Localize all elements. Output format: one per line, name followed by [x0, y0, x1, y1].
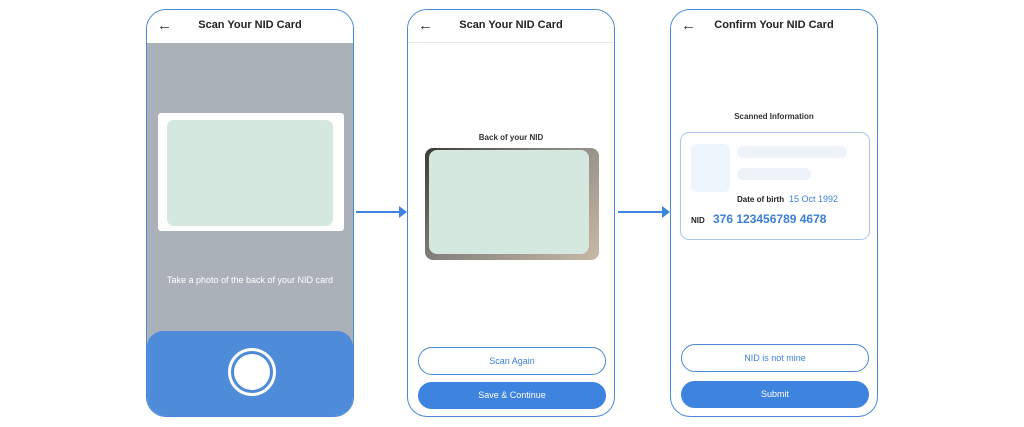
section-label: Scanned Information	[734, 112, 814, 121]
header: ← Scan Your NID Card	[147, 10, 353, 42]
arrow-left-icon[interactable]: ←	[681, 17, 696, 34]
nid-label: NID	[691, 216, 705, 225]
scan-preview-screen: ← Scan Your NID Card Back of your NID Sc…	[407, 9, 615, 417]
card-placeholder	[167, 120, 333, 226]
dob-value: 15 Oct 1992	[789, 194, 839, 204]
arrow-left-icon[interactable]: ←	[418, 17, 433, 34]
scanned-photo	[425, 148, 599, 260]
card-placeholder	[429, 150, 589, 254]
page-title: Confirm Your NID Card	[714, 19, 834, 31]
camera-controls	[147, 331, 353, 416]
page-title: Scan Your NID Card	[198, 19, 302, 31]
avatar	[691, 144, 730, 192]
name-placeholder	[737, 146, 847, 158]
shutter-button[interactable]	[228, 348, 276, 396]
scan-hint: Take a photo of the back of your NID car…	[166, 275, 334, 285]
dob-label: Date of birth	[737, 195, 785, 204]
header: ← Scan Your NID Card	[408, 10, 614, 42]
header-divider	[408, 42, 614, 43]
scanned-info-card: Date of birth 15 Oct 1992 NID 376 123456…	[680, 132, 870, 240]
submit-button[interactable]: Submit	[681, 381, 869, 408]
scan-again-button[interactable]: Scan Again	[418, 347, 606, 375]
scan-camera-screen: Take a photo of the back of your NID car…	[146, 9, 354, 417]
camera-viewfinder: Take a photo of the back of your NID car…	[147, 43, 353, 416]
nid-not-mine-button[interactable]: NID is not mine	[681, 344, 869, 372]
photo-label: Back of your NID	[478, 133, 544, 142]
flow-arrow-icon	[618, 206, 670, 218]
card-frame	[158, 113, 344, 231]
confirm-nid-screen: ← Confirm Your NID Card Scanned Informat…	[670, 9, 878, 417]
save-continue-button[interactable]: Save & Continue	[418, 382, 606, 409]
page-title: Scan Your NID Card	[459, 19, 563, 31]
flow-arrow-icon	[356, 206, 407, 218]
header: ← Confirm Your NID Card	[671, 10, 877, 42]
detail-placeholder	[737, 168, 811, 180]
nid-value: 376 123456789 4678	[713, 212, 827, 226]
shutter-inner	[234, 354, 270, 390]
arrow-left-icon[interactable]: ←	[157, 17, 172, 34]
